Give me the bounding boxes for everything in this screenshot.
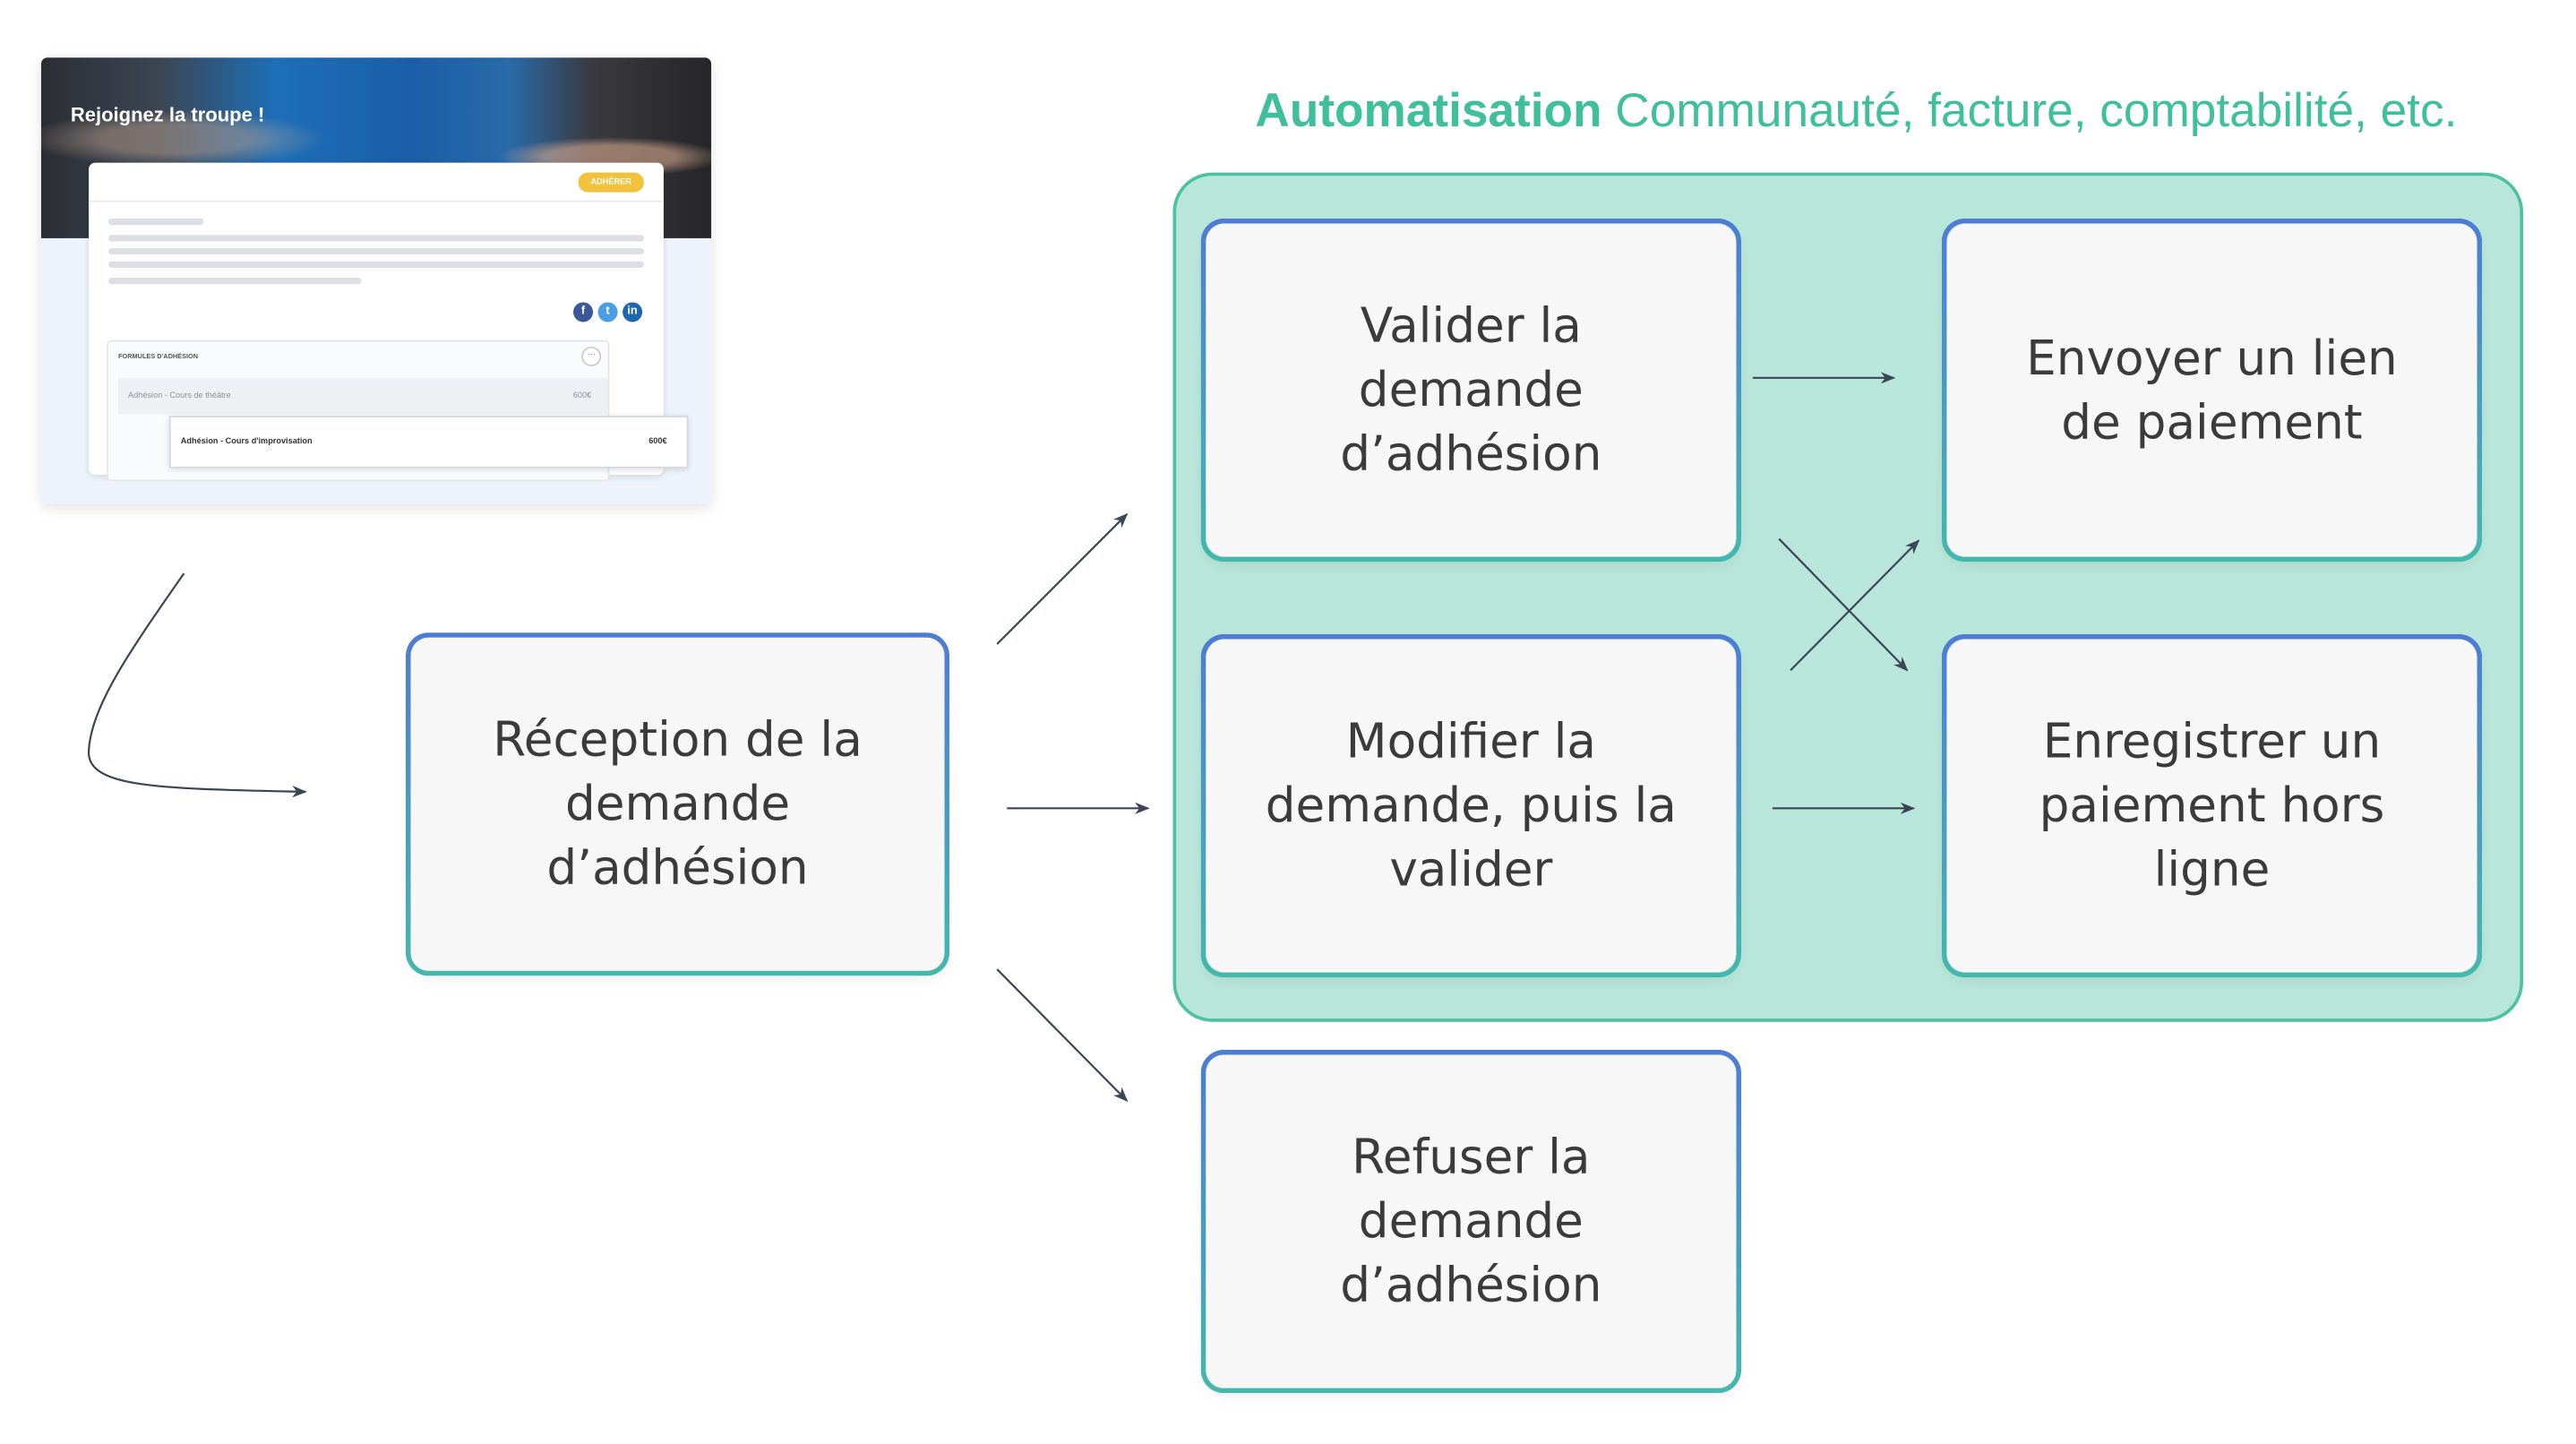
arrow-reception-to-valider: [996, 512, 1129, 645]
text-placeholder: [108, 277, 362, 285]
option-label: Adhésion - Cours d'improvisation: [180, 436, 313, 447]
formules-label: FORMULES D'ADHÉSION: [118, 351, 199, 360]
text-placeholder: [108, 218, 204, 226]
option-row[interactable]: Adhésion - Cours de théâtre 600€: [118, 377, 608, 415]
arrow-form-to-reception: [87, 572, 307, 798]
join-button[interactable]: ADHÉRER: [578, 172, 644, 193]
box-refuser-label: Refuser la demande d’adhésion: [1340, 1128, 1602, 1313]
box-enregistrer: Enregistrer un paiement hors ligne: [1946, 639, 2477, 973]
arrow-reception-to-refuser: [996, 968, 1129, 1102]
box-refuser: Refuser la demande d’adhésion: [1206, 1054, 1737, 1388]
box-modifier: Modifier la demande, puis la valider: [1206, 639, 1737, 973]
banner-title: Rejoignez la troupe !: [70, 103, 265, 127]
box-valider-label: Valider la demande d’adhésion: [1340, 297, 1602, 482]
linkedin-icon[interactable]: in: [623, 302, 643, 322]
box-enregistrer-label: Enregistrer un paiement hors ligne: [2039, 712, 2385, 898]
automation-title-rest: Communauté, facture, comptabilité, etc.: [1615, 85, 2458, 139]
box-modifier-label: Modifier la demande, puis la valider: [1265, 712, 1677, 898]
option-price: 600€: [648, 436, 667, 447]
option-price: 600€: [572, 391, 592, 401]
box-envoyer: Envoyer un lien de paiement: [1946, 223, 2477, 557]
divider: [89, 200, 664, 202]
twitter-icon[interactable]: t: [597, 302, 618, 322]
box-valider: Valider la demande d’adhésion: [1206, 223, 1737, 557]
box-reception-label: Réception de la demande d’adhésion: [493, 711, 863, 896]
text-placeholder: [108, 247, 644, 255]
option-row-selected[interactable]: Adhésion - Cours d'improvisation 600€: [168, 416, 689, 468]
more-icon[interactable]: ···: [581, 346, 602, 366]
option-label: Adhésion - Cours de théâtre: [128, 391, 231, 401]
text-placeholder: [108, 261, 644, 268]
box-reception: Réception de la demande d’adhésion: [410, 637, 945, 971]
membership-form-thumbnail: Rejoignez la troupe ! ADHÉRER f t in FOR…: [40, 57, 712, 505]
box-envoyer-label: Envoyer un lien de paiement: [2026, 329, 2398, 450]
facebook-icon[interactable]: f: [573, 302, 594, 322]
automation-title: Automatisation Communauté, facture, comp…: [1150, 85, 2563, 140]
text-placeholder: [108, 235, 644, 242]
automation-title-strong: Automatisation: [1255, 85, 1602, 139]
